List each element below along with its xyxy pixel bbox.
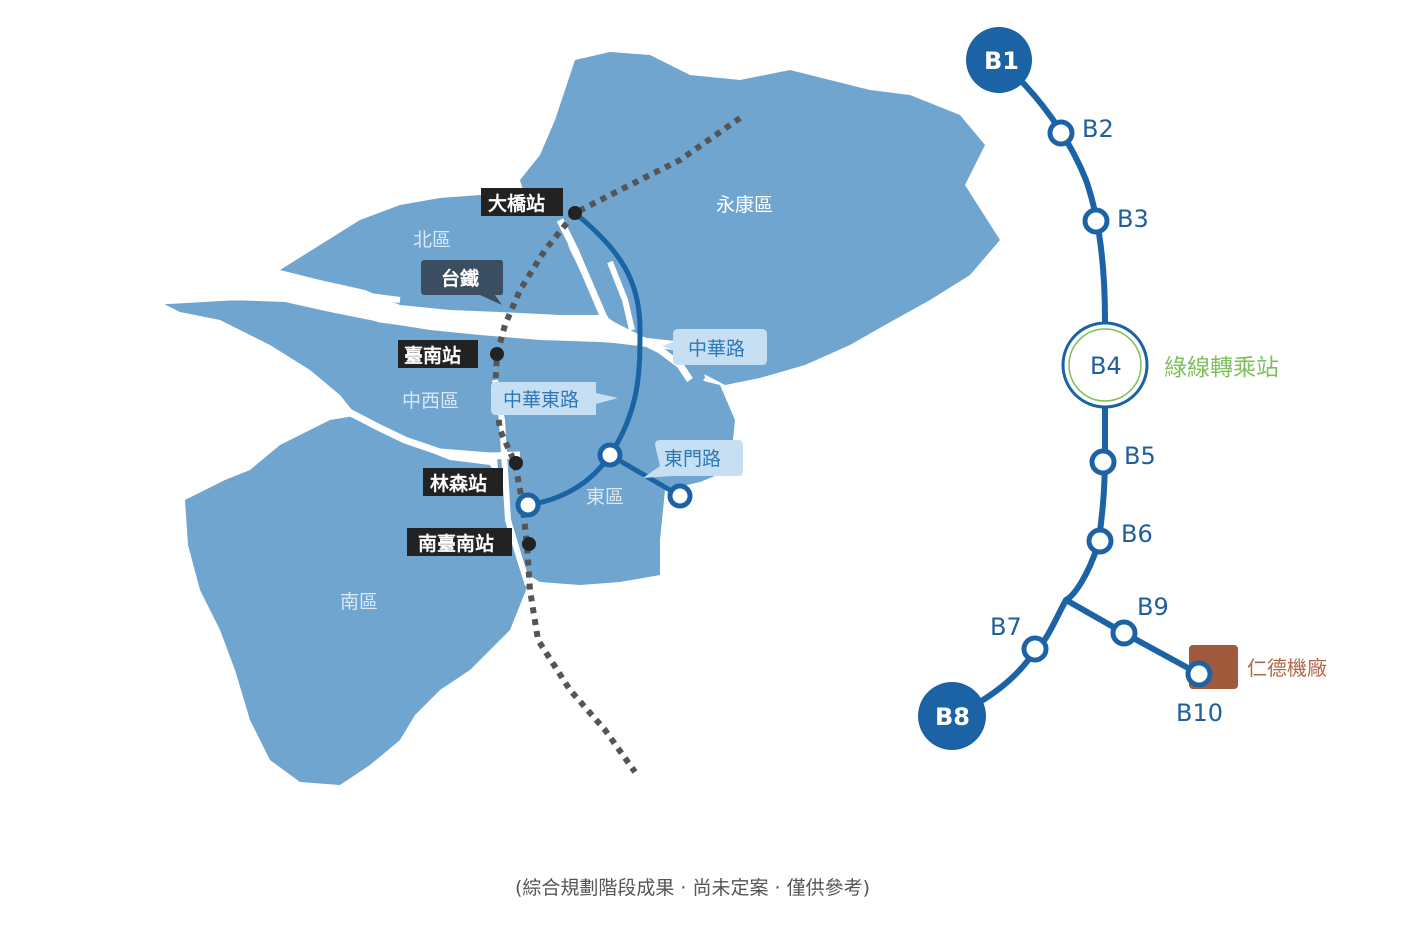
yongkang-district xyxy=(520,52,1000,385)
station-b3 xyxy=(1082,207,1110,235)
tag-south-tainan-text: 南臺南站 xyxy=(418,532,494,555)
map-station-south xyxy=(515,492,541,518)
road-tag-dongmen: 東門路 xyxy=(643,440,743,478)
station-b7-label: B7 xyxy=(990,613,1022,641)
station-b9 xyxy=(1110,619,1138,647)
label-north-district: 北區 xyxy=(413,229,451,251)
river-north xyxy=(159,290,701,353)
road-dongmen-text: 東門路 xyxy=(664,448,721,470)
station-b4 xyxy=(1061,321,1149,409)
tag-tainan-text: 臺南站 xyxy=(404,344,461,367)
transfer-label: 綠線轉乘站 xyxy=(1164,355,1279,381)
map-station-dongmen xyxy=(597,442,623,468)
tra-dot-linsen xyxy=(509,456,523,470)
road-fork xyxy=(607,260,635,331)
east-district xyxy=(495,368,735,585)
tra-dot-tainan xyxy=(490,347,504,361)
station-b10 xyxy=(1185,660,1213,688)
road-zhonghua-east-text: 中華東路 xyxy=(503,389,579,411)
road-tag-zhonghua-east: 中華東路 xyxy=(491,382,618,415)
tra-dot-daqiao xyxy=(568,206,582,220)
station-b8-label: B8 xyxy=(935,703,970,731)
station-b10-label: B10 xyxy=(1176,699,1223,727)
label-west-central-district: 中西區 xyxy=(402,390,459,412)
station-b7 xyxy=(1021,635,1049,663)
label-yongkang-district: 永康區 xyxy=(716,194,773,216)
tag-daqiao: 大橋站 xyxy=(481,188,563,216)
tag-south-tainan: 南臺南站 xyxy=(407,528,512,556)
depot-label: 仁德機廠 xyxy=(1247,656,1327,680)
label-south-district: 南區 xyxy=(340,591,378,613)
station-b4-label: B4 xyxy=(1090,352,1122,380)
station-b3-label: B3 xyxy=(1117,205,1149,233)
tra-dot-south-tainan xyxy=(522,537,536,551)
river-upper xyxy=(274,282,401,303)
blue-line-map xyxy=(527,211,682,508)
station-b2 xyxy=(1047,119,1075,147)
label-east-district: 東區 xyxy=(586,486,624,508)
station-b5-label: B5 xyxy=(1124,442,1156,470)
tag-tainan: 臺南站 xyxy=(398,340,478,368)
station-b2-label: B2 xyxy=(1082,115,1114,143)
tra-label: 台鐵 xyxy=(441,267,479,290)
land-area xyxy=(159,52,1000,785)
road-tag-zhonghua: 中華路 xyxy=(662,329,767,365)
station-b8 xyxy=(918,682,986,750)
station-b4-inner-ring xyxy=(1068,328,1142,402)
station-b9-label: B9 xyxy=(1137,593,1169,621)
tag-linsen-text: 林森站 xyxy=(430,472,487,495)
tra-callout: 台鐵 xyxy=(421,260,503,305)
line-diagram: B1 B8 B4 綠線轉乘站 B2 B3 B5 B6 B7 B9 B10 仁德機… xyxy=(918,27,1327,750)
road-west xyxy=(343,406,521,460)
map-station-east-end xyxy=(667,483,693,509)
south-district xyxy=(185,415,530,785)
tag-linsen: 林森站 xyxy=(423,468,503,496)
figure-caption: (綜合規劃階段成果 · 尚未定案 · 僅供參考) xyxy=(514,877,871,899)
station-b6 xyxy=(1086,527,1114,555)
station-b1 xyxy=(966,27,1032,93)
station-b1-label: B1 xyxy=(984,47,1019,75)
road-zhonghua-text: 中華路 xyxy=(688,338,745,360)
station-b5 xyxy=(1089,448,1117,476)
station-b6-label: B6 xyxy=(1121,520,1153,548)
tag-daqiao-text: 大橋站 xyxy=(488,192,545,215)
